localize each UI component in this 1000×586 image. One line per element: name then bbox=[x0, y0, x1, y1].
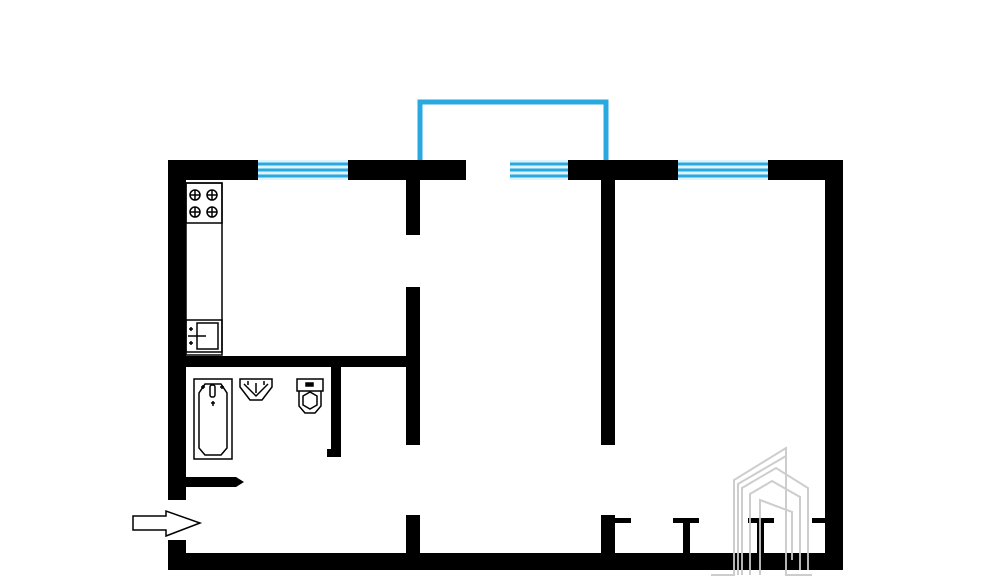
window-room bbox=[678, 160, 768, 180]
wall-kitchen-1 bbox=[406, 180, 420, 235]
toilet-icon bbox=[296, 378, 324, 414]
windows bbox=[258, 160, 768, 180]
wall-entry-stub bbox=[186, 477, 244, 487]
watermark-logo bbox=[711, 446, 812, 576]
outer-walls bbox=[168, 160, 843, 570]
balcony-outline bbox=[417, 99, 609, 160]
washbasin-icon bbox=[239, 378, 273, 401]
wall-hall-bottom bbox=[406, 515, 420, 553]
window-balcony bbox=[510, 160, 568, 180]
wall-bottom bbox=[168, 553, 843, 570]
window-kitchen bbox=[258, 160, 348, 180]
wall-top-3 bbox=[568, 160, 678, 180]
wall-kitchen-2 bbox=[406, 287, 420, 445]
wall-left-upper bbox=[168, 160, 186, 500]
wall-right bbox=[825, 160, 843, 570]
bathtub-icon bbox=[193, 378, 233, 460]
wall-top-2 bbox=[348, 160, 466, 180]
wall-left-lower bbox=[168, 540, 186, 570]
wall-top-1 bbox=[168, 160, 258, 180]
wall-kitchen-bath bbox=[186, 356, 406, 367]
wall-room-2 bbox=[601, 515, 615, 553]
wall-bath-foot bbox=[327, 449, 341, 457]
wall-room-1 bbox=[601, 180, 615, 445]
arrow-right-icon bbox=[132, 509, 203, 538]
kitchen-sink-icon bbox=[185, 319, 223, 353]
interior-walls bbox=[186, 180, 825, 553]
wall-top-4 bbox=[768, 160, 843, 180]
wall-bath-side bbox=[331, 367, 341, 457]
kitchen-counter bbox=[185, 182, 223, 356]
stove-icon bbox=[185, 182, 223, 224]
